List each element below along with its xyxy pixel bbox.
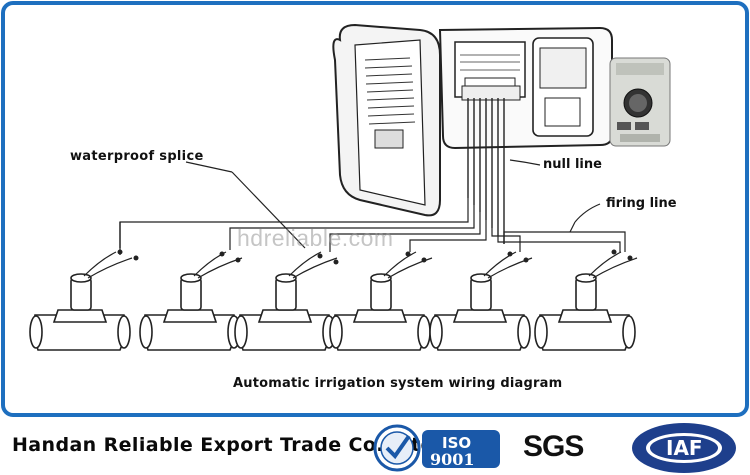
company-name: Handan Reliable Export Trade Co., Ltd (12, 434, 435, 456)
controller-photo (609, 57, 671, 147)
solenoid-valve (234, 251, 338, 351)
wire-bundle (467, 98, 505, 244)
solenoid-valve (139, 251, 243, 351)
outer-border (1, 1, 749, 417)
iso-9001-logo: ISO 9001 (373, 424, 500, 472)
waterproof-splice-label: waterproof splice (70, 149, 204, 164)
valve-row (29, 251, 638, 351)
controller-unit (332, 23, 613, 217)
iso-top-text: ISO (442, 434, 471, 452)
solenoid-valve (534, 251, 638, 351)
diagram-caption: Automatic irrigation system wiring diagr… (233, 376, 563, 391)
iaf-logo: IAF (632, 423, 736, 473)
null-line-label: null line (543, 157, 602, 172)
field-wiring (119, 198, 626, 255)
iso-number-text: 9001 (430, 450, 475, 469)
footer-bar: Handan Reliable Export Trade Co., Ltd IS… (0, 420, 750, 475)
solenoid-valve (429, 251, 533, 351)
firing-line-label: firing line (606, 196, 677, 211)
iaf-text: IAF (666, 436, 703, 460)
solenoid-valve (29, 251, 133, 351)
sgs-logo: SGS (523, 430, 584, 463)
watermark: hdreliable.com (237, 225, 394, 251)
label-pointers (185, 159, 601, 249)
solenoid-valve (329, 251, 433, 351)
